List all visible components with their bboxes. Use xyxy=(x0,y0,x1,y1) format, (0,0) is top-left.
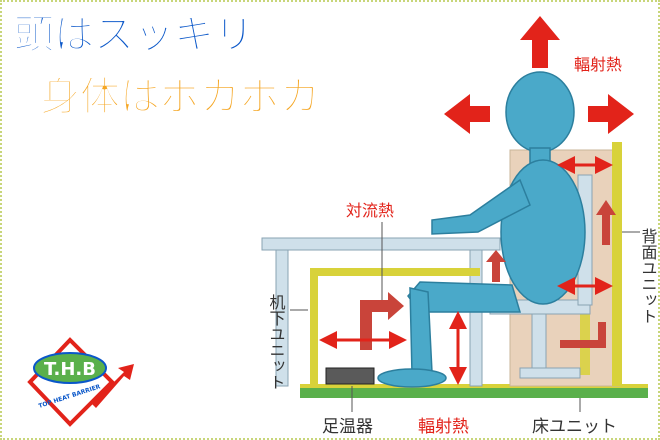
chair-base xyxy=(519,367,581,379)
arrow-left xyxy=(444,94,490,134)
headline-line1: 頭はスッキリ xyxy=(14,12,254,58)
desk-unit-side xyxy=(310,268,318,386)
arrow-up xyxy=(520,16,560,68)
headline-line2: 身体はポカポカ xyxy=(40,74,320,120)
person-arm xyxy=(431,178,531,235)
back-radiant-arrows xyxy=(557,156,613,295)
label-desk-unit: 机下ユニット xyxy=(267,294,286,390)
thb-logo: T.H.B TOP HEAT BARRIER xyxy=(27,337,134,427)
foot-warmer-box xyxy=(325,367,375,385)
label-back-unit: 背面ユニット xyxy=(639,228,658,324)
desk-leg-left xyxy=(275,249,289,387)
back-return-arrow xyxy=(560,322,606,348)
label-radiant-top: 輻射熱 xyxy=(574,55,622,74)
back-convection-arrow xyxy=(596,200,616,245)
logo-ellipse xyxy=(33,352,107,384)
desk-top xyxy=(261,237,501,251)
seated-person xyxy=(377,71,586,388)
label-radiant-bottom: 輻射熱 xyxy=(418,417,469,437)
logo-arrow xyxy=(92,364,134,408)
head-radiant-arrows xyxy=(444,16,634,134)
person-head xyxy=(505,71,575,153)
person-foot xyxy=(377,368,447,388)
back-unit-frame xyxy=(612,142,622,386)
person-torso xyxy=(500,159,586,305)
desk-unit-top xyxy=(310,268,480,276)
label-foot-warmer: 足温器 xyxy=(322,417,373,437)
label-floor-unit: 床ユニット xyxy=(532,417,617,437)
person-shin xyxy=(409,287,433,375)
chair-post xyxy=(531,313,547,373)
under-desk-up-arrow xyxy=(486,250,506,282)
logo-letters: T.H.B xyxy=(44,359,96,380)
label-convection: 対流熱 xyxy=(346,201,394,220)
arrow-right xyxy=(588,94,634,134)
floor-strip xyxy=(300,386,648,398)
